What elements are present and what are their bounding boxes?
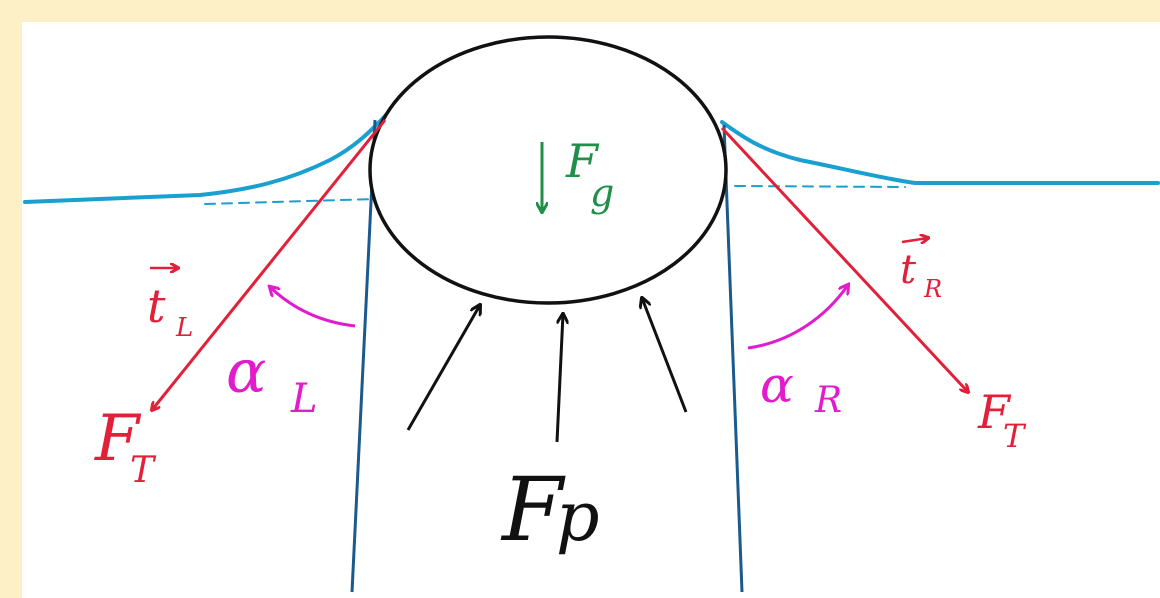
- alpha-right-sub: R: [814, 380, 842, 421]
- angle-arc-left: [270, 287, 356, 328]
- tube-walls: [350, 119, 744, 593]
- pressure-arrow-right: [642, 298, 688, 413]
- t-right-vector-arrow: [901, 238, 928, 242]
- flat-level-right: [734, 185, 906, 188]
- labels: t L t R α L α R F T F T F g F p: [94, 134, 1027, 561]
- tube-wall-right: [722, 124, 744, 593]
- ft-right-sub: T: [1003, 417, 1027, 455]
- alpha-left-sub: L: [290, 376, 318, 422]
- ft-right-label: F: [977, 385, 1012, 439]
- tension-arrows: [152, 119, 968, 410]
- ft-left-sub: T: [130, 450, 157, 491]
- pressure-arrows: [406, 298, 688, 443]
- flat-level-left: [204, 198, 376, 205]
- particle-ellipse: [368, 35, 728, 305]
- alpha-left-label: α: [226, 337, 267, 407]
- tube-wall-left: [350, 119, 377, 593]
- tension-arrow-left: [152, 119, 387, 410]
- water-surface: [23, 112, 1160, 205]
- angle-arcs: [270, 285, 848, 350]
- fg-sub: g: [590, 171, 614, 215]
- water-line-right: [720, 120, 1160, 185]
- t-right-label: t: [900, 247, 917, 293]
- fg-label: F: [565, 134, 600, 188]
- alpha-right-label: α: [760, 356, 794, 414]
- pressure-arrow-left: [406, 305, 480, 431]
- fp-sub: p: [556, 478, 600, 557]
- fp-label: F: [500, 458, 566, 561]
- water-line-left: [23, 112, 389, 204]
- tension-arrow-right: [720, 126, 968, 392]
- t-left-sub: L: [175, 313, 193, 343]
- angle-arc-right: [747, 285, 848, 350]
- t-right-sub: R: [923, 275, 942, 303]
- pressure-arrow-center: [555, 314, 563, 443]
- t-left-label: t: [147, 279, 166, 333]
- ft-left-label: F: [94, 402, 142, 476]
